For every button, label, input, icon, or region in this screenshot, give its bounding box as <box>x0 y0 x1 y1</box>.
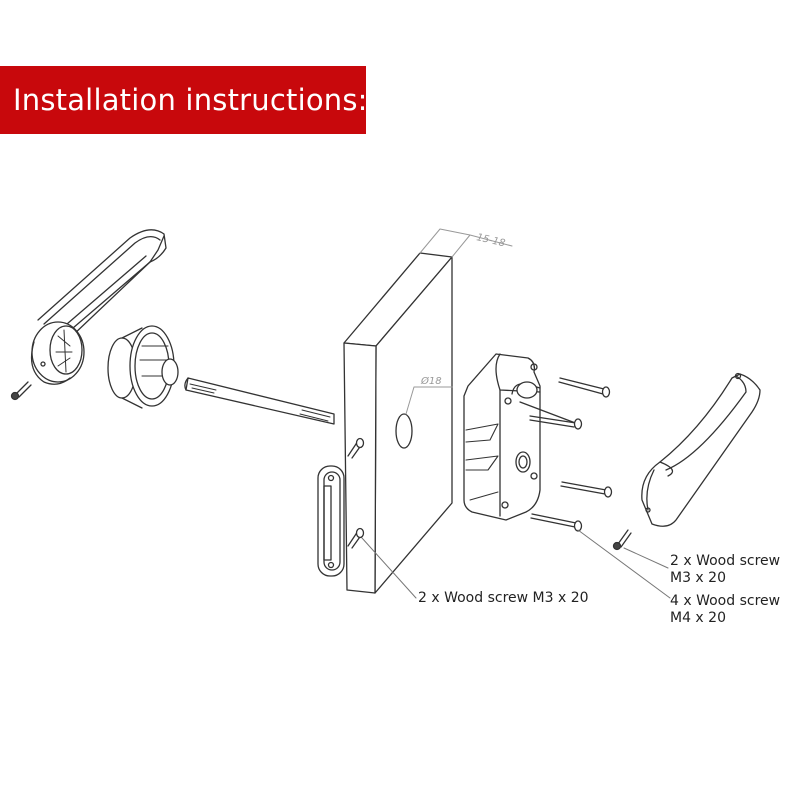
thickness-dimension: 15-18 <box>419 228 513 258</box>
page-title: Installation instructions: <box>13 83 368 117</box>
svg-text:Ø18: Ø18 <box>420 375 442 387</box>
lock-body <box>463 353 579 521</box>
right-handle <box>641 372 761 527</box>
door-panel <box>343 252 453 594</box>
handle-screws-leader <box>623 547 669 569</box>
handle-screws-callout-line1: 2 x Wood screw <box>670 553 781 569</box>
rosette <box>107 325 179 409</box>
strike-screws-callout: 2 x Wood screw M3 x 20 <box>418 590 589 606</box>
square-spindle <box>184 377 335 425</box>
spindle-hole <box>395 413 413 449</box>
strike-screws-leader <box>361 537 417 599</box>
handle-screws-callout-line2: M3 x 20 <box>670 570 726 586</box>
hole-diameter-dimension: Ø18 <box>405 375 453 415</box>
handle-screw-right-icon <box>612 529 632 551</box>
strike-plate <box>317 465 345 577</box>
lock-screws-callout-line2: M4 x 20 <box>670 610 726 626</box>
lock-screws <box>529 377 613 532</box>
svg-text:15-18: 15-18 <box>475 232 506 249</box>
lock-screws-callout-line1: 4 x Wood screw <box>670 593 781 609</box>
left-handle <box>30 229 167 385</box>
lock-screws-callout: 4 x Wood screw M4 x 20 <box>670 593 780 627</box>
strike-screws <box>347 437 365 549</box>
lock-screws-leader <box>577 529 671 599</box>
handle-screw-left-icon <box>10 381 32 401</box>
handle-screws-callout: 2 x Wood screw M3 x 20 <box>670 553 780 587</box>
title-banner: Installation instructions: <box>0 66 368 134</box>
